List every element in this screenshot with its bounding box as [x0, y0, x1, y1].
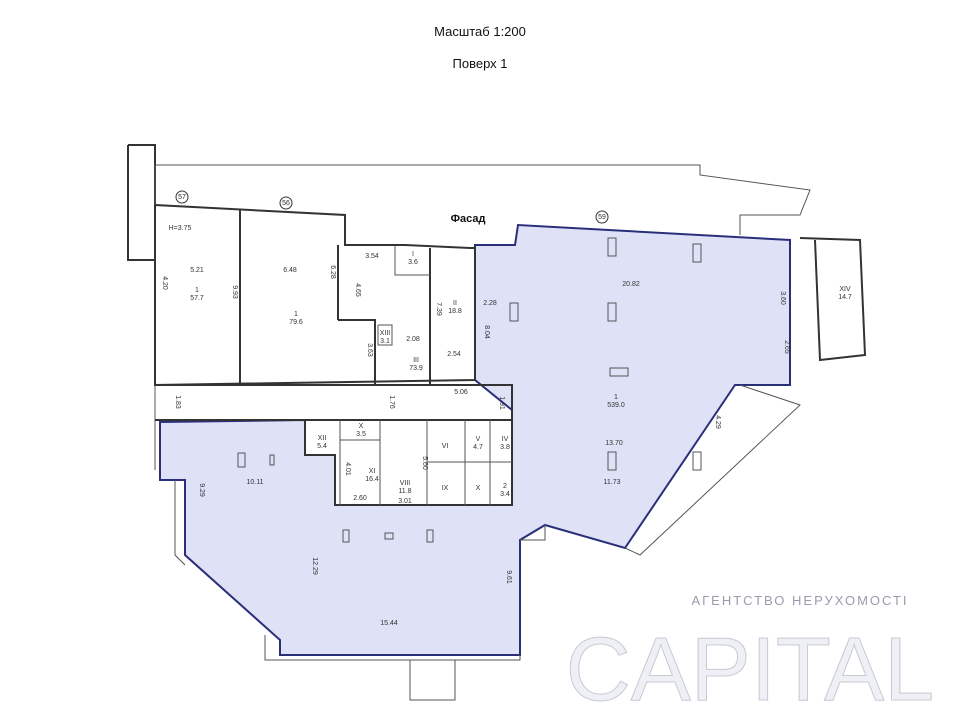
axis-markers: 57 56 59	[175, 190, 609, 224]
svg-text:9.93: 9.93	[231, 285, 238, 299]
svg-text:4.20: 4.20	[161, 276, 168, 290]
svg-text:7.39: 7.39	[435, 302, 442, 316]
svg-text:5.21: 5.21	[190, 267, 204, 274]
room-number: I	[412, 251, 414, 258]
columns	[237, 237, 702, 543]
room-number: V	[476, 436, 481, 443]
walls	[127, 144, 867, 701]
room-number: IV	[502, 436, 509, 443]
svg-text:5.06: 5.06	[454, 389, 468, 396]
svg-text:8.04: 8.04	[483, 325, 490, 339]
axis-57: 57	[178, 194, 186, 201]
svg-text:1.76: 1.76	[388, 395, 395, 409]
room-number: X	[476, 485, 481, 492]
room-area: 79.6	[289, 319, 303, 326]
svg-text:20.82: 20.82	[622, 281, 640, 288]
room-area: 3.6	[408, 259, 418, 266]
svg-text:3.54: 3.54	[365, 253, 379, 260]
svg-text:2.08: 2.08	[406, 336, 420, 343]
scale-label: Масштаб 1:200	[434, 24, 526, 39]
room-number: XI	[369, 468, 376, 475]
room-number: IX	[442, 485, 449, 492]
svg-text:3.60: 3.60	[779, 291, 786, 305]
room-number: X	[359, 423, 364, 430]
room-area: 11.8	[398, 488, 411, 495]
svg-text:3.01: 3.01	[398, 498, 412, 505]
watermark-subtitle: АГЕНТСТВО НЕРУХОМОСТІ	[691, 593, 908, 608]
room-number: 2	[503, 483, 507, 490]
room-number: VI	[442, 443, 449, 450]
svg-text:6.28: 6.28	[329, 265, 336, 279]
svg-text:9.61: 9.61	[505, 570, 512, 584]
room-area: 73.9	[409, 365, 423, 372]
room-number: XIV	[839, 286, 851, 293]
room-number: 1	[195, 287, 199, 294]
facade-label: Фасад	[451, 213, 486, 225]
svg-text:1.91: 1.91	[498, 396, 505, 410]
svg-text:11.73: 11.73	[604, 479, 621, 486]
floor-label: Поверх 1	[452, 56, 508, 71]
room-number: XII	[318, 435, 327, 442]
svg-text:4.29: 4.29	[714, 415, 721, 429]
svg-text:2.28: 2.28	[483, 300, 497, 307]
svg-text:13.70: 13.70	[605, 440, 623, 447]
room-number: VIII	[400, 480, 411, 487]
room-area: 3.5	[356, 431, 366, 438]
room-area: 14.7	[838, 294, 852, 301]
svg-text:10.11: 10.11	[247, 479, 264, 486]
room-number: 1	[294, 311, 298, 318]
room-area: 539.0	[607, 402, 625, 409]
room-number: II	[453, 300, 457, 307]
room-area: 18.8	[448, 308, 462, 315]
room-number: III	[413, 357, 419, 364]
room-number: 1	[614, 394, 618, 401]
svg-text:2.54: 2.54	[447, 351, 461, 358]
svg-text:12.29: 12.29	[311, 557, 318, 575]
svg-text:2.65: 2.65	[783, 340, 790, 354]
axis-56: 56	[282, 200, 290, 207]
svg-text:15.44: 15.44	[380, 620, 398, 627]
svg-text:2.60: 2.60	[353, 495, 367, 502]
room-area: 3.4	[500, 491, 510, 498]
room-area: 3.1	[380, 338, 390, 345]
room-area: 57.7	[190, 295, 204, 302]
room-area: 4.7	[473, 444, 483, 451]
axis-59: 59	[598, 214, 606, 221]
room-area: 16.4	[365, 476, 379, 483]
svg-text:6.48: 6.48	[283, 267, 297, 274]
svg-text:4.01: 4.01	[344, 462, 351, 476]
svg-text:5.60: 5.60	[421, 456, 428, 470]
dimension-labels: 5.21 4.20 9.93 6.48 6.28 3.54 4.65 7.39 …	[161, 253, 790, 627]
room-area: 5.4	[317, 443, 327, 450]
room-area: 3.8	[500, 444, 510, 451]
height-label: Н=3.75	[169, 225, 192, 232]
svg-text:3.63: 3.63	[366, 343, 373, 357]
svg-text:1.83: 1.83	[174, 395, 181, 409]
room-number: XIII	[380, 330, 391, 337]
watermark-logo: CAPITAL	[566, 620, 934, 720]
svg-text:4.65: 4.65	[354, 283, 361, 297]
svg-text:9.29: 9.29	[198, 483, 205, 497]
